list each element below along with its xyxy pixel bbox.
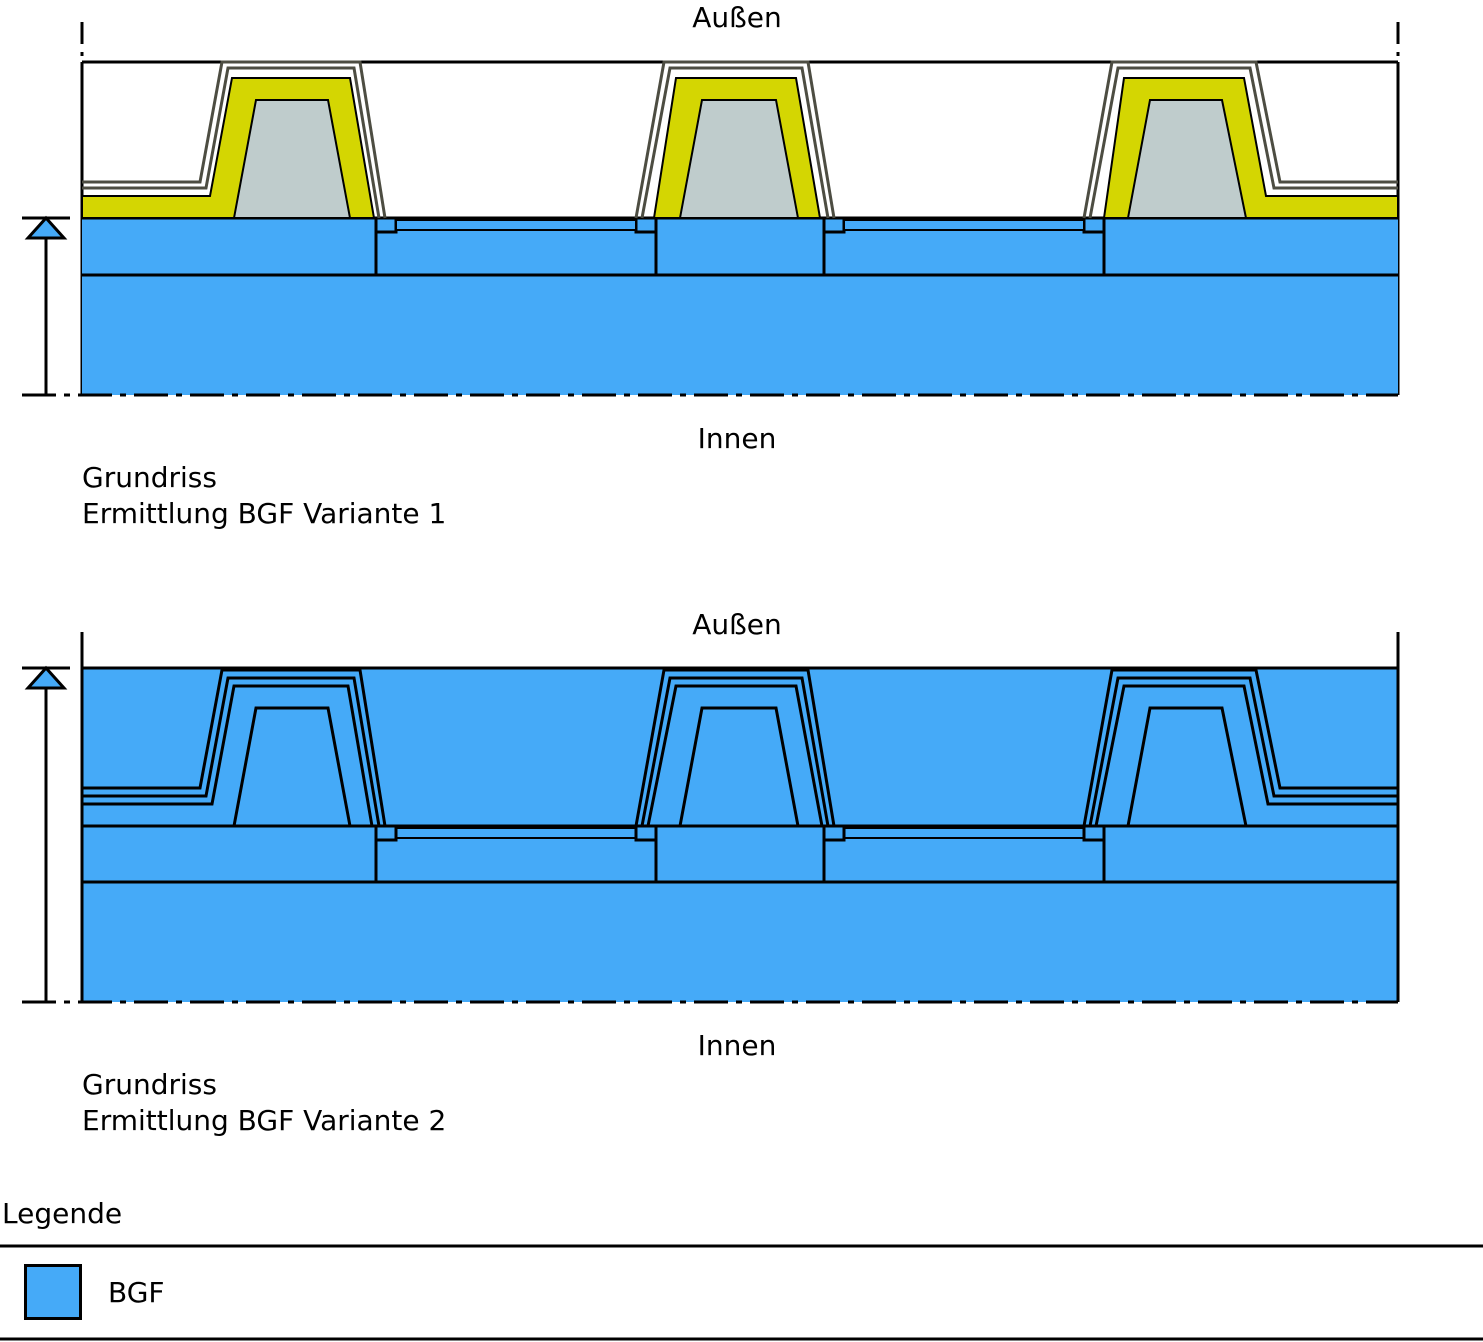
legend-item-bgf-label: BGF xyxy=(108,1276,165,1309)
variant2-outside-label: Außen xyxy=(692,608,782,641)
variant2-caption-subtitle: Ermittlung BGF Variante 2 xyxy=(82,1104,447,1137)
legend-title: Legende xyxy=(2,1197,123,1230)
variant2-inside-label: Innen xyxy=(697,1029,777,1062)
bgf-area xyxy=(82,668,1398,1002)
variant2-caption-title: Grundriss xyxy=(82,1068,217,1101)
variant1-caption-subtitle: Ermittlung BGF Variante 1 xyxy=(82,497,447,530)
variant1-outside-label: Außen xyxy=(692,1,782,34)
variant2-plan xyxy=(22,632,1400,1004)
variant1-inside-label: Innen xyxy=(697,422,777,455)
bgf-area xyxy=(82,218,1398,395)
variant1-caption-title: Grundriss xyxy=(82,461,217,494)
variant1-plan xyxy=(22,22,1400,397)
legend-swatch-bgf xyxy=(24,1264,82,1320)
